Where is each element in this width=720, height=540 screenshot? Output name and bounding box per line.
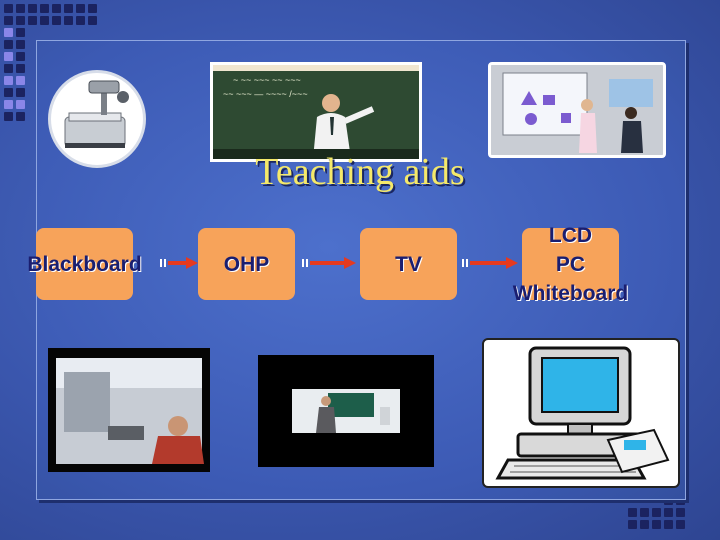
decorative-dot	[64, 4, 73, 13]
arrow-icon	[302, 257, 356, 269]
desktop-computer-icon	[482, 338, 680, 488]
tv-lecture-photo	[258, 355, 434, 467]
decorative-dot	[676, 520, 685, 529]
slide-title: Teaching aids	[255, 151, 465, 193]
svg-text:~ ~~ ~~~ ~~ ~~~: ~ ~~ ~~~ ~~ ~~~	[233, 75, 301, 85]
step-tv: TV	[360, 228, 457, 300]
decorative-dot	[28, 16, 37, 25]
decorative-dot	[640, 520, 649, 529]
interactive-whiteboard-photo	[488, 62, 666, 158]
decorative-dot	[4, 28, 13, 37]
overhead-projector-icon	[48, 70, 146, 168]
step-ohp: OHP	[198, 228, 295, 300]
step-label-ohp: OHP	[223, 252, 270, 276]
decorative-dot	[28, 4, 37, 13]
decorative-dot	[16, 28, 25, 37]
decorative-dot	[88, 16, 97, 25]
step-blackboard: Blackboard	[27, 228, 142, 300]
decorative-dot	[640, 508, 649, 517]
decorative-dot	[16, 100, 25, 109]
decorative-dot	[4, 76, 13, 85]
decorative-dot	[64, 16, 73, 25]
decorative-dot	[16, 64, 25, 73]
teacher-blackboard-photo: ~ ~~ ~~~ ~~ ~~~ ~~ ~~~ — ~~~~ /~~~	[210, 62, 422, 162]
decorative-dot	[16, 16, 25, 25]
decorative-dot	[4, 16, 13, 25]
svg-text:~~ ~~~ — ~~~~ /~~~: ~~ ~~~ — ~~~~ /~~~	[223, 89, 308, 99]
arrow-icon	[160, 257, 198, 269]
decorative-dot	[664, 496, 673, 505]
step-label-tv: TV	[395, 252, 422, 276]
decorative-dot	[4, 64, 13, 73]
decorative-dot	[16, 76, 25, 85]
decorative-dot	[4, 40, 13, 49]
step-lcd-pc-whiteboard: LCD PC Whiteboard	[513, 224, 629, 305]
decorative-dot	[4, 88, 13, 97]
decorative-dot	[628, 508, 637, 517]
decorative-dot	[664, 520, 673, 529]
decorative-dot	[52, 16, 61, 25]
decorative-dot	[4, 112, 13, 121]
decorative-dot	[16, 88, 25, 97]
classroom-projector-photo	[48, 348, 210, 472]
arrow-icon	[462, 257, 518, 269]
decorative-dot	[88, 4, 97, 13]
decorative-dot	[4, 4, 13, 13]
decorative-dot	[40, 16, 49, 25]
decorative-dot	[676, 496, 685, 505]
decorative-dot	[628, 520, 637, 529]
decorative-dot	[40, 4, 49, 13]
decorative-dot	[76, 4, 85, 13]
decorative-dot	[76, 16, 85, 25]
decorative-dot	[652, 520, 661, 529]
decorative-dot	[652, 508, 661, 517]
decorative-dot	[16, 40, 25, 49]
step-label-blackboard: Blackboard	[27, 252, 142, 276]
decorative-dot	[16, 4, 25, 13]
step-label-lcd-pc-whiteboard: LCD PC Whiteboard	[512, 223, 629, 305]
decorative-dot	[16, 52, 25, 61]
decorative-dot	[664, 508, 673, 517]
decorative-dot	[4, 52, 13, 61]
decorative-dot	[16, 112, 25, 121]
decorative-dot	[52, 4, 61, 13]
decorative-dot	[676, 508, 685, 517]
decorative-dot	[4, 100, 13, 109]
